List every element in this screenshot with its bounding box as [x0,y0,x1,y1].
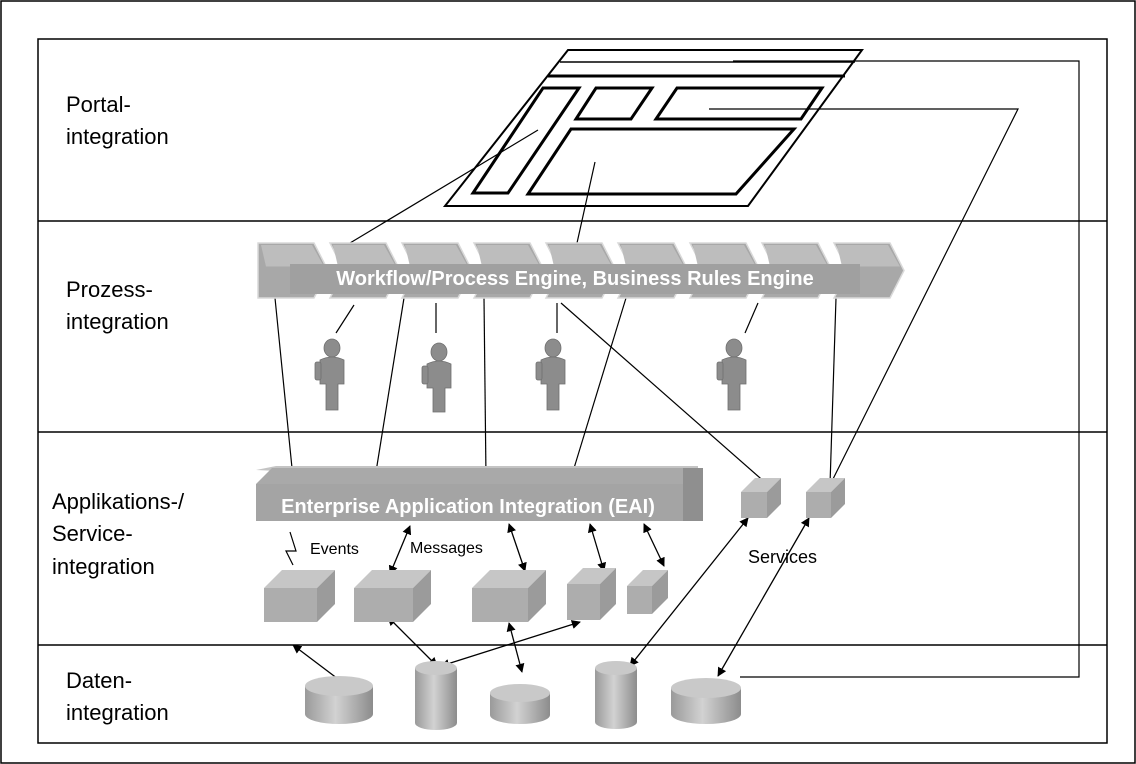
services-label: Services [748,547,817,567]
databases [305,661,741,730]
system-block-icon [354,570,431,622]
database-icon [305,676,373,724]
database-icon [490,684,550,724]
process-engine-label-band [290,264,860,294]
layer-label-portal: Portal- integration [66,92,169,149]
layer-label-line: integration [66,700,169,725]
layers-table [37,38,1108,744]
user-figure-icon [535,338,566,411]
database-icon [671,678,741,724]
connector-line [274,297,294,479]
system-block-icon [472,570,546,622]
connector-line [744,302,759,334]
connector-line [733,60,1080,678]
connector-line [335,304,355,334]
process-engine-bar [257,242,905,299]
arrow-icon [387,616,438,667]
connector-line [829,297,837,486]
system-block-icon [264,570,335,622]
arrow-icon [388,525,412,575]
layer-label-line: Prozess- [66,277,153,302]
system-blocks [264,478,845,622]
connector-line [570,297,627,479]
connector-line [349,129,539,244]
user-figure-icon [421,342,452,413]
eai-label: Enterprise Application Integration (EAI) [281,496,655,518]
layer-label-line: integration [66,309,169,334]
layer-label-line: Daten- [66,668,132,693]
system-block-icon [627,570,668,614]
layer-label-applikation: Applikations-/ Service- integration [52,489,185,579]
layer-label-line: Portal- [66,92,131,117]
layer-label-line: Applikations-/ [52,489,185,514]
arrow-icon [643,523,665,567]
layer-label-daten: Daten- integration [66,668,169,725]
user-figure-icon [716,338,747,411]
connector-line [576,161,596,244]
system-block-icon [806,478,845,518]
database-icon [595,661,637,729]
layer-label-line: integration [52,554,155,579]
arrow-icon [587,523,607,572]
connector-line [483,297,487,479]
arrow-icon [717,517,810,677]
arrow-lines [292,517,810,686]
arrow-icon [507,523,527,572]
arrow-icon [506,622,525,673]
layer-label-prozess: Prozess- integration [66,277,169,334]
system-block-icon [567,568,616,620]
event-flash [285,531,297,566]
eai-bar [256,466,703,521]
system-block-icon [741,478,781,518]
connector-line [709,108,1019,486]
user-figure-icon [314,338,345,411]
process-engine-label: Workflow/Process Engine, Business Rules … [336,268,814,290]
events-label: Events [310,541,359,558]
connector-lines [274,60,1080,678]
portal-window-icon [442,49,864,207]
layer-label-line: integration [66,124,169,149]
layer-label-line: Service- [52,521,133,546]
connector-line [560,302,769,486]
messages-label: Messages [410,540,483,557]
connector-line [374,297,405,479]
database-icon [415,661,457,730]
